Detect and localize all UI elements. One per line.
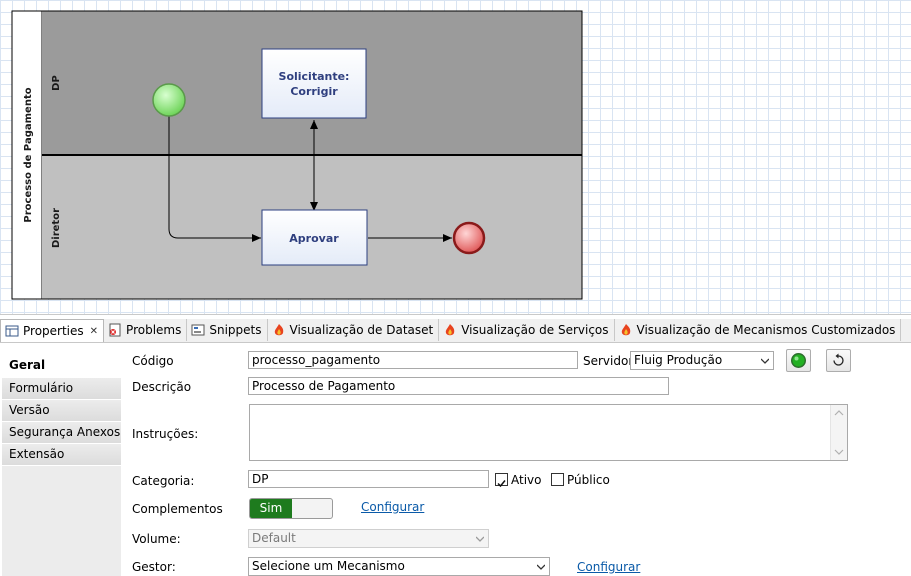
tab-visualizacao-dataset[interactable]: Visualização de Dataset: [268, 319, 440, 341]
gestor-label: Gestor:: [132, 560, 176, 574]
chevron-down-icon: [476, 536, 484, 542]
tab-visualizacao-servicos-label: Visualização de Serviços: [461, 323, 609, 337]
scroll-arrows-icon: [834, 410, 844, 455]
problems-icon: [109, 323, 121, 337]
textarea-scrollbar[interactable]: [830, 405, 847, 460]
instrucoes-textarea[interactable]: [249, 404, 848, 461]
refresh-button[interactable]: [826, 349, 851, 372]
tab-snippets-label: Snippets: [209, 323, 262, 337]
tab-visualizacao-mecanismos-label: Visualização de Mecanismos Customizados: [636, 323, 896, 337]
close-icon[interactable]: ✕: [89, 325, 99, 337]
diagram-canvas[interactable]: Processo de Pagamento DP Diretor Solicit…: [0, 0, 911, 315]
tab-problems[interactable]: Problems: [104, 319, 188, 341]
bpmn-diagram: Processo de Pagamento DP Diretor Solicit…: [11, 10, 583, 300]
codigo-label: Código: [132, 354, 174, 368]
chevron-down-icon: [761, 358, 769, 364]
tab-problems-label: Problems: [126, 323, 182, 337]
complementos-label: Complementos: [132, 502, 223, 516]
side-nav-formulario[interactable]: Formulário: [2, 378, 121, 400]
configurar-gestor-link[interactable]: Configurar: [577, 560, 641, 574]
servidor-label: Servidor: [583, 354, 634, 368]
fluig-icon: [446, 324, 455, 336]
side-nav-seguranca-anexos[interactable]: Segurança Anexos: [2, 422, 121, 444]
servidor-select[interactable]: Fluig Produção: [630, 351, 774, 370]
toggle-on-label: Sim: [250, 499, 292, 518]
tab-visualizacao-dataset-label: Visualização de Dataset: [289, 323, 434, 337]
gestor-value: Selecione um Mecanismo: [252, 559, 405, 573]
tab-visualizacao-mecanismos[interactable]: Visualização de Mecanismos Customizados: [615, 319, 902, 341]
lane-dp-label: DP: [51, 75, 62, 91]
tab-visualizacao-servicos[interactable]: Visualização de Serviços: [439, 319, 615, 341]
refresh-icon: [833, 353, 844, 366]
task-aprovar-label: Aprovar: [289, 232, 339, 245]
complementos-toggle[interactable]: Sim: [249, 498, 333, 519]
end-event[interactable]: [452, 221, 486, 255]
tab-snippets[interactable]: Snippets: [187, 319, 268, 341]
side-nav: Geral Formulário Versão Segurança Anexos…: [2, 353, 121, 466]
ativo-checkbox[interactable]: [495, 473, 508, 488]
codigo-field[interactable]: processo_pagamento: [248, 351, 578, 369]
snippets-icon: [191, 324, 205, 336]
instrucoes-label: Instruções:: [132, 427, 199, 441]
descricao-field[interactable]: Processo de Pagamento: [248, 377, 669, 395]
descricao-label: Descrição: [132, 380, 192, 394]
flow-start-aprovar[interactable]: [168, 116, 261, 242]
task-corrigir-line1: Solicitante:: [279, 70, 350, 83]
start-event[interactable]: [152, 83, 186, 117]
publico-checkbox[interactable]: [551, 473, 564, 486]
gestor-select[interactable]: Selecione um Mecanismo: [248, 557, 550, 576]
ativo-label: Ativo: [511, 473, 542, 487]
volume-select[interactable]: Default: [248, 529, 489, 548]
configurar-complementos-link[interactable]: Configurar: [361, 500, 425, 514]
categoria-field[interactable]: DP: [248, 470, 489, 488]
properties-icon: [5, 325, 19, 337]
pool-label: Processo de Pagamento: [23, 87, 34, 222]
fluig-icon: [274, 324, 283, 336]
categoria-label: Categoria:: [132, 474, 195, 488]
task-aprovar[interactable]: Aprovar: [261, 209, 368, 266]
server-status-button[interactable]: [786, 349, 811, 372]
chevron-down-icon: [537, 564, 545, 570]
checkmark-icon: [497, 480, 506, 488]
publico-label: Público: [567, 473, 610, 487]
tab-properties-label: Properties: [23, 324, 84, 338]
tab-properties[interactable]: Properties ✕: [0, 319, 105, 342]
side-nav-versao[interactable]: Versão: [2, 400, 121, 422]
view-tabs: Properties ✕ Problems Snippets Visualiza…: [0, 319, 911, 343]
fluig-icon: [621, 324, 630, 336]
task-corrigir-line2: Corrigir: [290, 85, 338, 98]
side-nav-background: [2, 463, 121, 576]
volume-value: Default: [252, 531, 296, 545]
properties-panel: Geral Formulário Versão Segurança Anexos…: [0, 343, 911, 576]
status-green-icon: [791, 353, 806, 368]
servidor-value: Fluig Produção: [634, 353, 723, 367]
task-solicitante-corrigir[interactable]: Solicitante: Corrigir: [261, 48, 367, 119]
side-nav-geral[interactable]: Geral: [2, 353, 121, 378]
side-nav-extensao[interactable]: Extensão: [2, 444, 121, 466]
volume-label: Volume:: [132, 532, 181, 546]
lane-diretor-label: Diretor: [51, 208, 62, 248]
